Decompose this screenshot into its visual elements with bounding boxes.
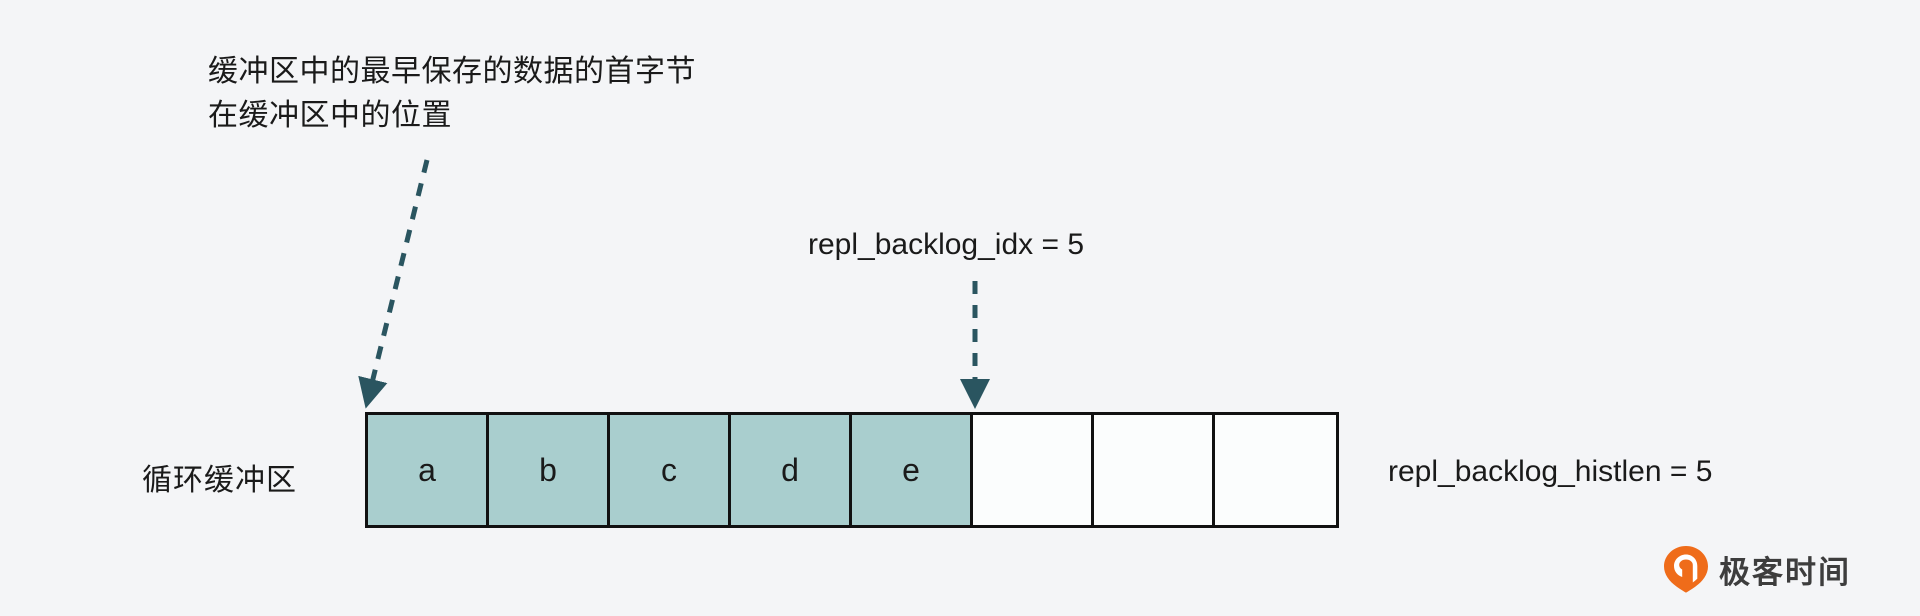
circular-buffer: a b c d e (365, 412, 1339, 528)
buffer-cell: c (610, 415, 731, 525)
watermark: 极客时间 (1663, 545, 1851, 593)
buffer-cell (1094, 415, 1215, 525)
repl-backlog-idx-label: repl_backlog_idx = 5 (808, 228, 1085, 261)
buffer-cell (973, 415, 1094, 525)
watermark-text: 极客时间 (1719, 554, 1851, 590)
buffer-cell: d (731, 415, 852, 525)
repl-backlog-histlen-label: repl_backlog_histlen = 5 (1388, 455, 1713, 488)
buffer-cell: b (489, 415, 610, 525)
dashed-arrow-to-first-cell (358, 159, 430, 409)
buffer-cell (1215, 415, 1336, 525)
buffer-cell: a (368, 415, 489, 525)
buffer-cell: e (852, 415, 973, 525)
annotation-note-line-1: 缓冲区中的最早保存的数据的首字节 (208, 55, 696, 88)
annotation-note-line-2: 在缓冲区中的位置 (208, 98, 452, 132)
geekbang-logo-icon (1663, 545, 1709, 593)
annotation-note: 缓冲区中的最早保存的数据的首字节 在缓冲区中的位置 (208, 50, 696, 137)
circular-buffer-row-label: 循环缓冲区 (142, 464, 297, 497)
